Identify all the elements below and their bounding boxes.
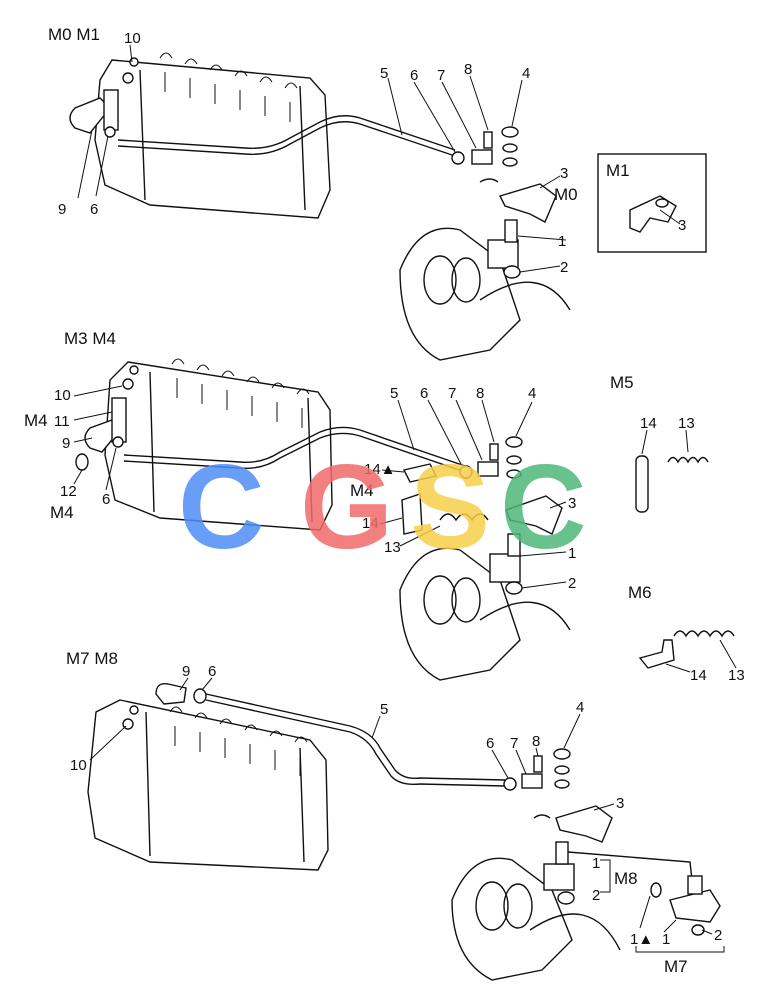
control-rod [123,426,466,467]
section-title: M7 M8 [66,649,118,668]
variant-tag: M8 [614,869,638,888]
callout-2: 2 [568,575,576,592]
callout-1-marked: 1▲ [630,931,653,948]
lever-assembly [503,748,613,843]
section-title: M3 M4 [64,329,116,348]
callout-4: 4 [576,699,584,716]
callout-9: 9 [62,435,70,452]
callout-14: 14 [640,415,657,432]
injection-pump [399,219,571,361]
callout-9: 9 [182,663,190,680]
inset-title: M6 [628,583,652,602]
callout-7: 7 [510,735,518,752]
callout-9: 9 [58,201,66,218]
inset-m5: M5 14 13 [610,373,709,513]
callout-6: 6 [486,735,494,752]
m7-bracket [567,851,721,936]
callout-1: 1 [558,233,566,250]
svg-text:C: C [500,440,587,574]
svg-text:G: G [300,440,393,574]
callout-13: 13 [728,667,745,684]
callout-3: 3 [568,495,576,512]
variant-tag: M4 [350,481,374,500]
section-middle: M3 M4 [24,329,745,684]
lever-assembly [401,436,563,535]
callout-1: 1 [568,545,576,562]
cgsc-watermark-logo: C G S C [178,440,587,574]
callout-6: 6 [102,491,110,508]
control-rod-lower [205,699,506,787]
callout-5: 5 [380,65,388,82]
callout-1: 1 [662,931,670,948]
callout-8: 8 [464,61,472,78]
svg-text:C: C [178,440,265,574]
callout-8: 8 [476,385,484,402]
svg-text:S: S [410,440,490,574]
callout-5: 5 [380,701,388,718]
callout-5: 5 [390,385,398,402]
callout-10: 10 [54,387,71,404]
callout-4: 4 [528,385,536,402]
callout-12: 12 [60,483,77,500]
control-rod-lower [123,432,466,473]
callout-6: 6 [420,385,428,402]
callout-6: 6 [208,663,216,680]
control-rod-lower [117,121,456,157]
inset-m1: M1 [597,153,707,253]
callout-6: 6 [410,67,418,84]
callout-14: 14 [362,515,379,532]
callout-10: 10 [124,30,141,47]
callout-4: 4 [522,65,530,82]
callout-10: 10 [70,757,87,774]
section-title: M0 M1 [48,25,100,44]
injection-pump [451,841,621,981]
engine-block [94,52,331,219]
lever-assembly [451,126,557,223]
variant-tag: M4 [50,503,74,522]
leader-lines [73,385,567,589]
callout-6: 6 [90,201,98,218]
callout-13: 13 [384,539,401,556]
callout-7: 7 [448,385,456,402]
section-top: M0 M1 [48,25,707,361]
callout-14-marked: 14▲ [364,461,396,478]
inset-m6: M6 14 13 [628,583,745,684]
governor-linkage [155,683,207,705]
control-rod [205,693,506,781]
callout-1: 1 [592,855,600,872]
callout-3: 3 [560,165,568,182]
callout-3: 3 [678,217,686,234]
inset-title: M5 [610,373,634,392]
inset-title: M1 [606,161,630,180]
leader-lines [77,44,681,273]
variant-tag: M7 [664,957,688,976]
callout-2: 2 [592,887,600,904]
variant-tag: M0 [554,185,578,204]
variant-tag: M4 [24,411,48,430]
leader-lines [89,677,725,953]
engine-block [87,699,329,871]
section-bottom: M7 M8 [66,649,725,981]
callout-13: 13 [678,415,695,432]
callout-7: 7 [437,67,445,84]
callout-8: 8 [532,733,540,750]
callout-2: 2 [560,259,568,276]
injection-pump [399,533,571,681]
callout-11: 11 [54,413,70,430]
callout-2: 2 [714,927,722,944]
governor-linkage [75,397,127,471]
callout-3: 3 [616,795,624,812]
control-rod [117,115,456,151]
callout-14: 14 [690,667,707,684]
governor-linkage [69,89,119,138]
engine-block [104,358,333,531]
